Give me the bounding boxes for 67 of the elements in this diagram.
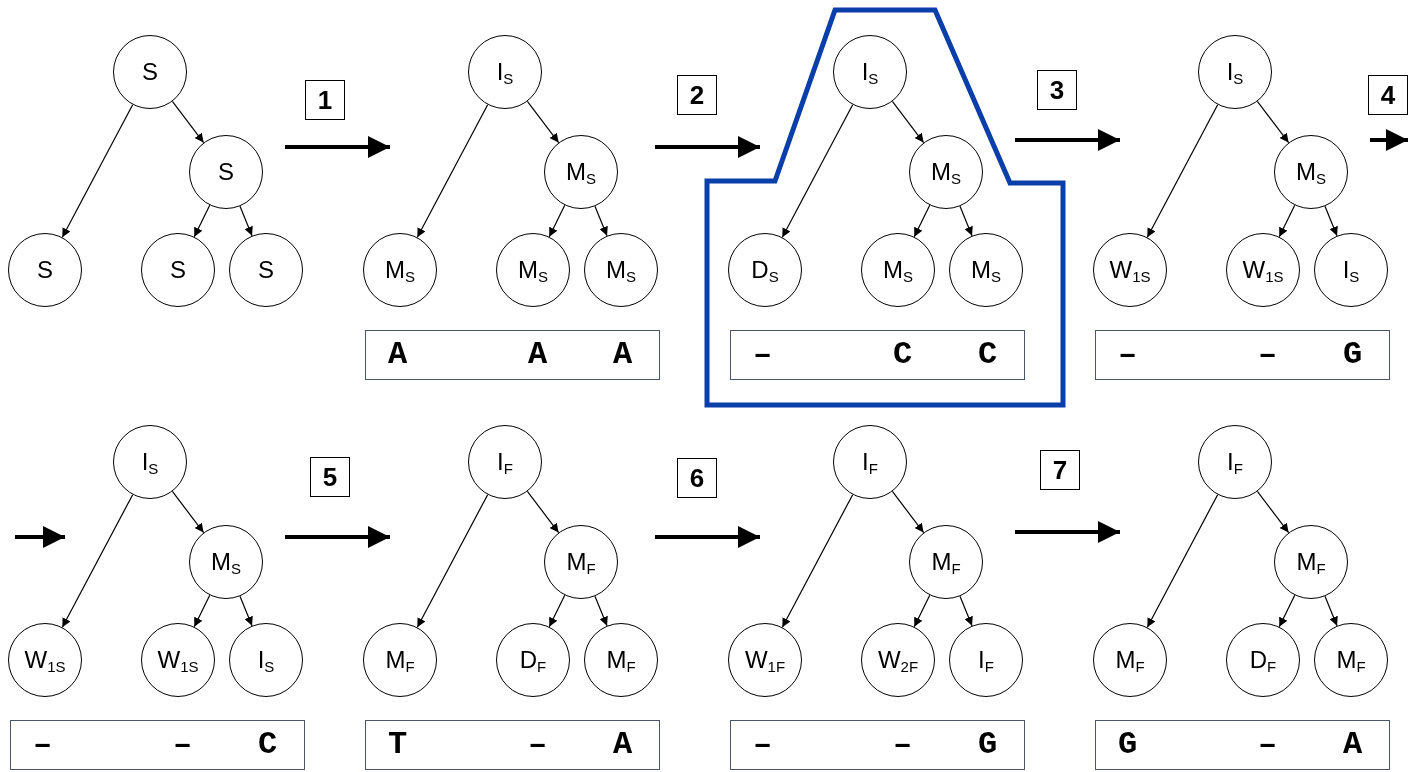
step-number: 3: [1037, 70, 1077, 110]
tree-edge: [781, 104, 854, 238]
sequence-box: [1095, 330, 1390, 380]
tree-edge: [1256, 490, 1290, 534]
tree-edge: [781, 494, 854, 628]
tree-edge: [1324, 595, 1338, 627]
sequence-box: [365, 720, 660, 770]
tree-edge: [1278, 594, 1296, 628]
tree-edge: [61, 494, 134, 628]
tree-edge: [959, 205, 973, 237]
base-letter: –: [1258, 727, 1278, 763]
base-letter: –: [528, 727, 548, 763]
tree-edge: [526, 490, 560, 534]
step-number: 4: [1368, 75, 1408, 115]
base-letter: G: [1343, 337, 1363, 373]
base-letter: –: [1258, 337, 1278, 373]
sequence-box: [730, 720, 1025, 770]
tree-edge: [959, 595, 973, 627]
tree-edge: [61, 104, 134, 238]
step-number: 7: [1040, 450, 1080, 490]
base-letter: A: [613, 337, 633, 373]
tree-edge: [416, 494, 489, 628]
tree-edge: [594, 595, 608, 627]
tree-edge: [594, 205, 608, 237]
tree-edge: [239, 205, 253, 237]
tree-edge: [891, 100, 925, 144]
base-letter: –: [893, 727, 913, 763]
sequence-box: [365, 330, 660, 380]
tree-edge: [239, 595, 253, 627]
base-letter: A: [613, 727, 633, 763]
base-letter: T: [388, 727, 408, 763]
tree-edge: [1278, 204, 1296, 238]
step-number: 6: [677, 458, 717, 498]
base-letter: –: [1118, 337, 1138, 373]
base-letter: A: [388, 337, 408, 373]
base-letter: C: [978, 337, 998, 373]
tree-edge: [891, 490, 925, 534]
step-number: 5: [310, 457, 350, 497]
base-letter: C: [893, 337, 913, 373]
sequence-box: [730, 330, 1025, 380]
base-letter: C: [258, 727, 278, 763]
base-letter: G: [1118, 727, 1138, 763]
tree-edge: [548, 204, 566, 238]
base-letter: G: [978, 727, 998, 763]
tree-edge: [193, 594, 211, 628]
base-letter: –: [173, 727, 193, 763]
tree-edge: [1146, 104, 1219, 238]
sequence-box: [10, 720, 305, 770]
tree-edge: [913, 204, 931, 238]
base-letter: A: [528, 337, 548, 373]
base-letter: –: [33, 727, 53, 763]
base-letter: –: [753, 337, 773, 373]
step-number: 2: [677, 75, 717, 115]
tree-edge: [416, 104, 489, 238]
base-letter: –: [753, 727, 773, 763]
tree-edge: [1324, 205, 1338, 237]
tree-edge: [171, 490, 205, 534]
base-letter: A: [1343, 727, 1363, 763]
tree-edge: [913, 594, 931, 628]
step-number: 1: [305, 80, 345, 120]
tree-edge: [548, 594, 566, 628]
tree-edge: [1256, 100, 1290, 144]
tree-edge: [171, 100, 205, 144]
tree-edge: [526, 100, 560, 144]
tree-edge: [193, 204, 211, 238]
sequence-box: [1095, 720, 1390, 770]
tree-edge: [1146, 494, 1219, 628]
